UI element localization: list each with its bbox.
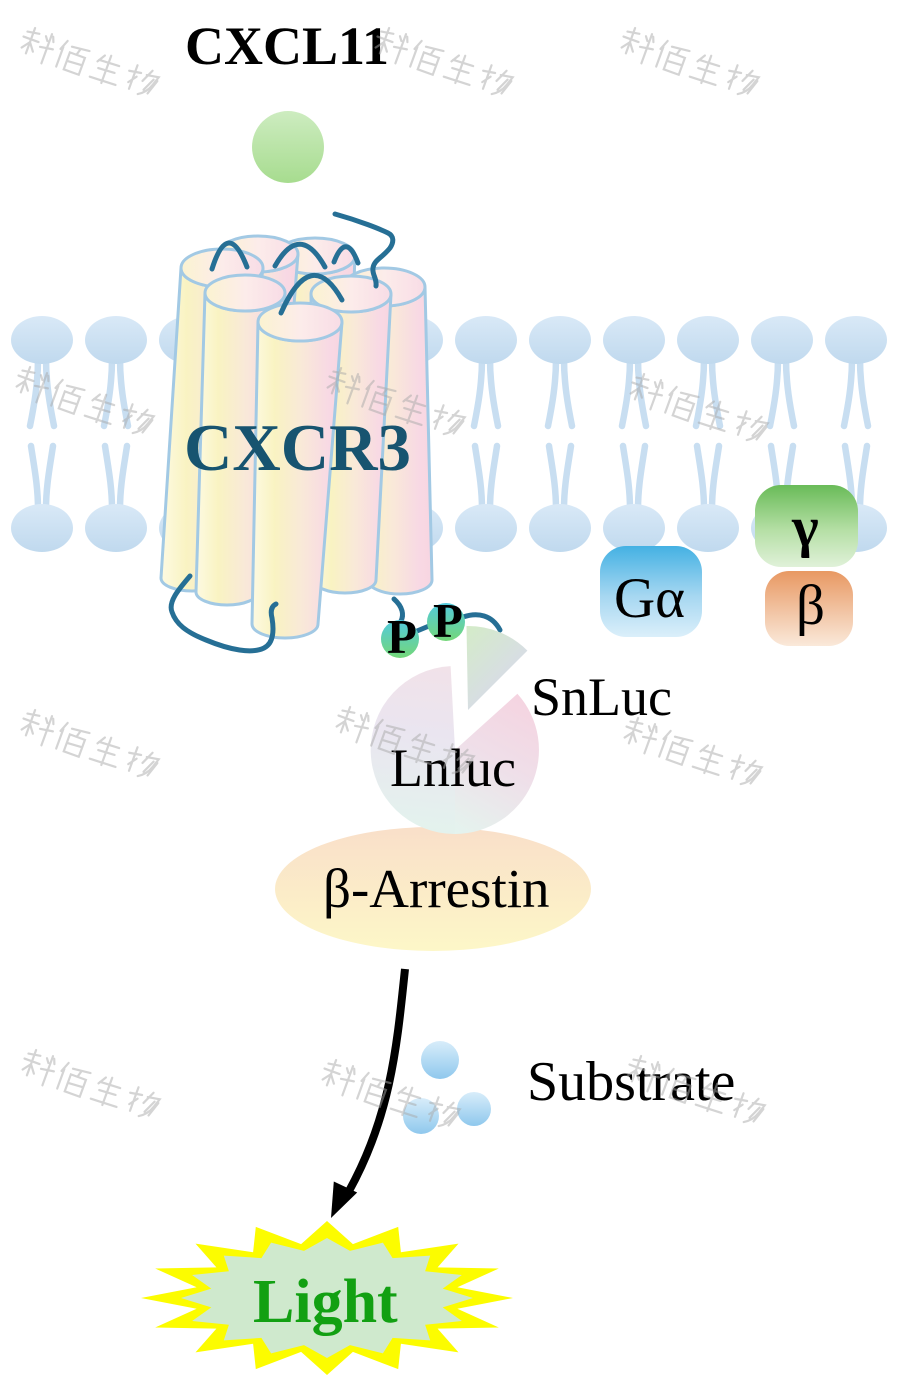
svg-text:CXCL11: CXCL11 — [185, 16, 389, 76]
svg-text:β-Arrestin: β-Arrestin — [323, 858, 550, 919]
svg-text:P: P — [433, 593, 463, 648]
svg-text:SnLuc: SnLuc — [531, 667, 672, 727]
svg-text:Gα: Gα — [614, 567, 685, 630]
svg-text:γ: γ — [791, 496, 819, 559]
svg-text:CXCR3: CXCR3 — [184, 411, 411, 485]
svg-text:P: P — [387, 609, 417, 664]
svg-text:Lnluc: Lnluc — [390, 738, 516, 798]
svg-text:β: β — [796, 574, 825, 637]
svg-text:Light: Light — [253, 1268, 398, 1336]
